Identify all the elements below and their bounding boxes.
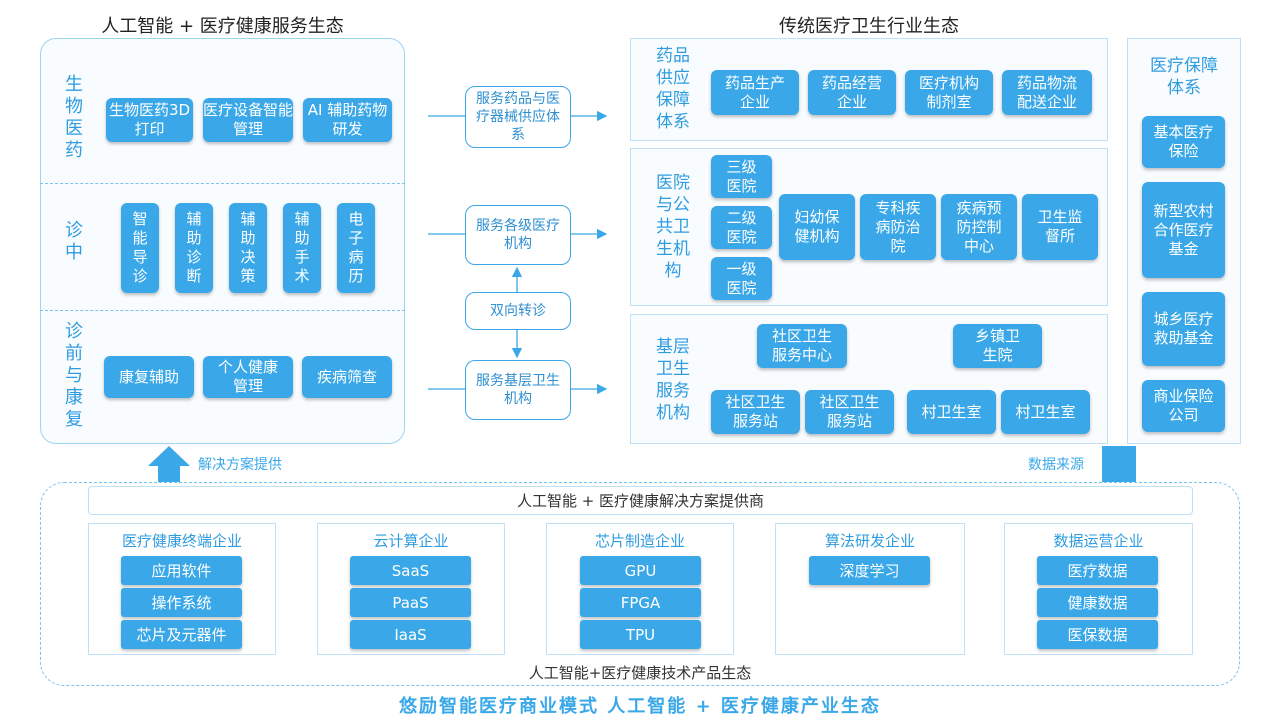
specialty-disease-button[interactable]: 专科疾病防治院	[860, 194, 936, 260]
fpga-button[interactable]: FPGA	[580, 588, 701, 617]
assist-decision-button[interactable]: 辅助决策	[229, 203, 267, 293]
village-clinic-button[interactable]: 村卫生室	[907, 390, 996, 434]
assist-surgery-button[interactable]: 辅助手术	[283, 203, 321, 293]
tpu-button[interactable]: TPU	[580, 620, 701, 649]
insurance-data-button[interactable]: 医保数据	[1037, 620, 1158, 649]
saas-button[interactable]: SaaS	[350, 556, 471, 585]
drug-production-button[interactable]: 药品生产企业	[711, 70, 799, 115]
left-title: 人工智能 + 医疗健康服务生态	[101, 16, 344, 37]
section-label-diagnosis: 诊中	[65, 220, 83, 263]
village-clinic-button[interactable]: 村卫生室	[1001, 390, 1090, 434]
connector-grassroots: 服务基层卫生机构	[465, 360, 571, 420]
commercial-insurer-button[interactable]: 商业保险公司	[1142, 380, 1225, 432]
medical-aid-fund-button[interactable]: 城乡医疗救助基金	[1142, 292, 1225, 366]
hospital-label: 医院与公共卫生机构	[656, 173, 690, 281]
chips-components-button[interactable]: 芯片及元器件	[121, 620, 242, 649]
biomed-3d-button[interactable]: 生物医药3D 打印	[106, 98, 193, 142]
deep-learning-button[interactable]: 深度学习	[809, 556, 930, 585]
hospital-pharmacy-button[interactable]: 医疗机构制剂室	[905, 70, 993, 115]
township-hospital-button[interactable]: 乡镇卫生院	[953, 324, 1042, 368]
os-button[interactable]: 操作系统	[121, 588, 242, 617]
divider	[40, 310, 405, 311]
health-mgmt-button[interactable]: 个人健康管理	[203, 356, 293, 398]
tier1-hospital-button[interactable]: 一级医院	[711, 257, 772, 300]
group-title-data-ops: 数据运营企业	[1053, 532, 1144, 550]
paas-button[interactable]: PaaS	[350, 588, 471, 617]
section-label-biomed: 生物医药	[65, 74, 83, 161]
right-title: 传统医疗卫生行业生态	[779, 16, 959, 37]
drug-logistics-button[interactable]: 药品物流配送企业	[1002, 70, 1092, 115]
community-center-button[interactable]: 社区卫生服务中心	[757, 324, 847, 368]
rehab-button[interactable]: 康复辅助	[104, 356, 194, 398]
smart-guide-button[interactable]: 智能导诊	[121, 203, 159, 293]
connector-referral: 双向转诊	[465, 292, 571, 330]
drug-distribution-button[interactable]: 药品经营企业	[808, 70, 896, 115]
screening-button[interactable]: 疾病筛查	[302, 356, 392, 398]
health-data-button[interactable]: 健康数据	[1037, 588, 1158, 617]
solution-up-arrow	[148, 446, 190, 487]
group-algorithm	[775, 523, 965, 655]
group-title-chip: 芯片制造企业	[594, 532, 685, 550]
data-source-label: 数据来源	[1028, 457, 1084, 473]
rural-coop-fund-button[interactable]: 新型农村合作医疗基金	[1142, 182, 1225, 278]
section-label-rehab: 诊前与康复	[65, 321, 83, 430]
group-title-cloud: 云计算企业	[373, 532, 449, 550]
tier3-hospital-button[interactable]: 三级医院	[711, 155, 772, 198]
maternal-child-button[interactable]: 妇幼保健机构	[779, 194, 855, 260]
bottom-title: 悠励智能医疗商业模式 人工智能 + 医疗健康产业生态	[399, 696, 881, 717]
divider	[40, 183, 405, 184]
health-supervision-button[interactable]: 卫生监督所	[1022, 194, 1098, 260]
cdc-button[interactable]: 疾病预防控制中心	[941, 194, 1017, 260]
insurance-label: 医疗保障体系	[1150, 56, 1218, 98]
group-title-terminal: 医疗健康终端企业	[121, 532, 242, 550]
solution-label: 解决方案提供	[198, 457, 282, 473]
iaas-button[interactable]: IaaS	[350, 620, 471, 649]
ai-drug-button[interactable]: AI 辅助药物研发	[303, 98, 392, 142]
community-station-button[interactable]: 社区卫生服务站	[711, 390, 800, 434]
group-title-algorithm: 算法研发企业	[824, 532, 915, 550]
gpu-button[interactable]: GPU	[580, 556, 701, 585]
medical-data-button[interactable]: 医疗数据	[1037, 556, 1158, 585]
app-software-button[interactable]: 应用软件	[121, 556, 242, 585]
connector-hospitals: 服务各级医疗机构	[465, 205, 571, 265]
emr-button[interactable]: 电子病历	[337, 203, 375, 293]
provider-bar: 人工智能 + 医疗健康解决方案提供商	[88, 486, 1193, 515]
community-station-button[interactable]: 社区卫生服务站	[805, 390, 894, 434]
basic-insurance-button[interactable]: 基本医疗保险	[1142, 116, 1225, 168]
assist-diagnosis-button[interactable]: 辅助诊断	[175, 203, 213, 293]
grassroots-label: 基层卫生服务机构	[656, 337, 690, 423]
device-mgmt-button[interactable]: 医疗设备智能管理	[203, 98, 293, 142]
tier2-hospital-button[interactable]: 二级医院	[711, 206, 772, 249]
connector-drugs: 服务药品与医疗器械供应体系	[465, 86, 571, 148]
supply-label: 药品供应保障体系	[656, 46, 690, 132]
ecosystem-footer-label: 人工智能+医疗健康技术产品生态	[528, 664, 752, 682]
